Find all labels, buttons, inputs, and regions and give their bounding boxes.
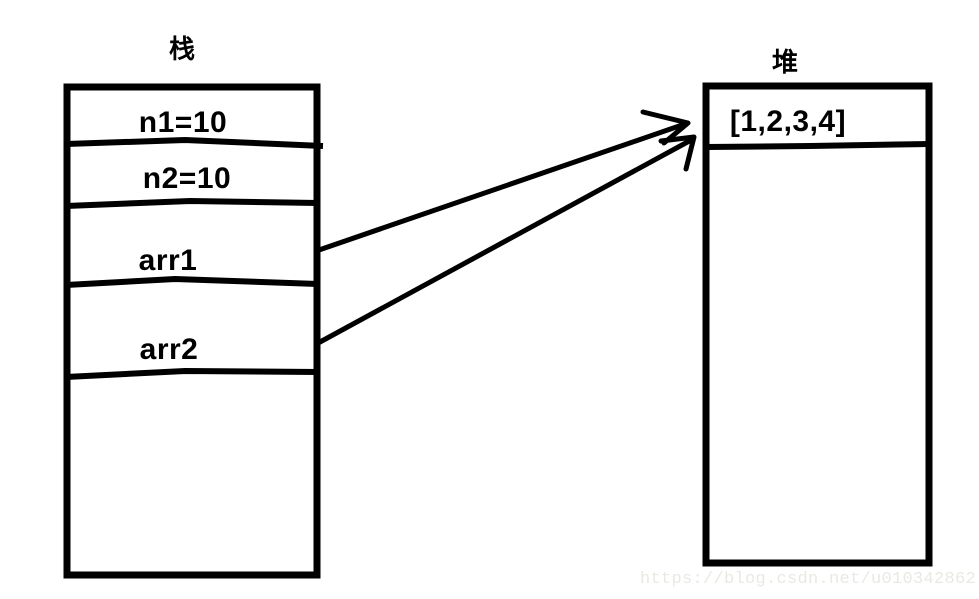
arrow-arr2-shaft: [317, 136, 696, 345]
watermark: https://blog.csdn.net/u010342862: [639, 570, 976, 589]
stack-cell-n1: n1=10: [138, 106, 228, 139]
stack-cell-arr2: arr2: [139, 333, 199, 366]
stack-box-outline: [63, 83, 321, 579]
stack-cell-divider-3: [65, 275, 319, 288]
stack-cell-n2: n2=10: [142, 162, 232, 195]
heap-title: 堆: [771, 47, 799, 77]
stack-title: 栈: [168, 34, 196, 64]
stack-cell-divider-2: [65, 197, 319, 209]
arrow-arr1-shaft: [316, 121, 688, 253]
stack-cell-arr1: arr1: [138, 244, 198, 277]
arrow-arr1-head: [640, 109, 691, 146]
stack-cell-divider-4: [65, 367, 319, 380]
arrow-arr2-head: [658, 134, 697, 172]
heap-cell-array: [1,2,3,4]: [729, 105, 847, 138]
heap-cell-divider: [705, 141, 930, 150]
arrow-arr2-to-array: [317, 134, 697, 345]
arrow-arr1-to-array: [316, 109, 691, 253]
stack-cell-divider-1: [65, 136, 324, 149]
heap-box-outline: [702, 82, 933, 567]
